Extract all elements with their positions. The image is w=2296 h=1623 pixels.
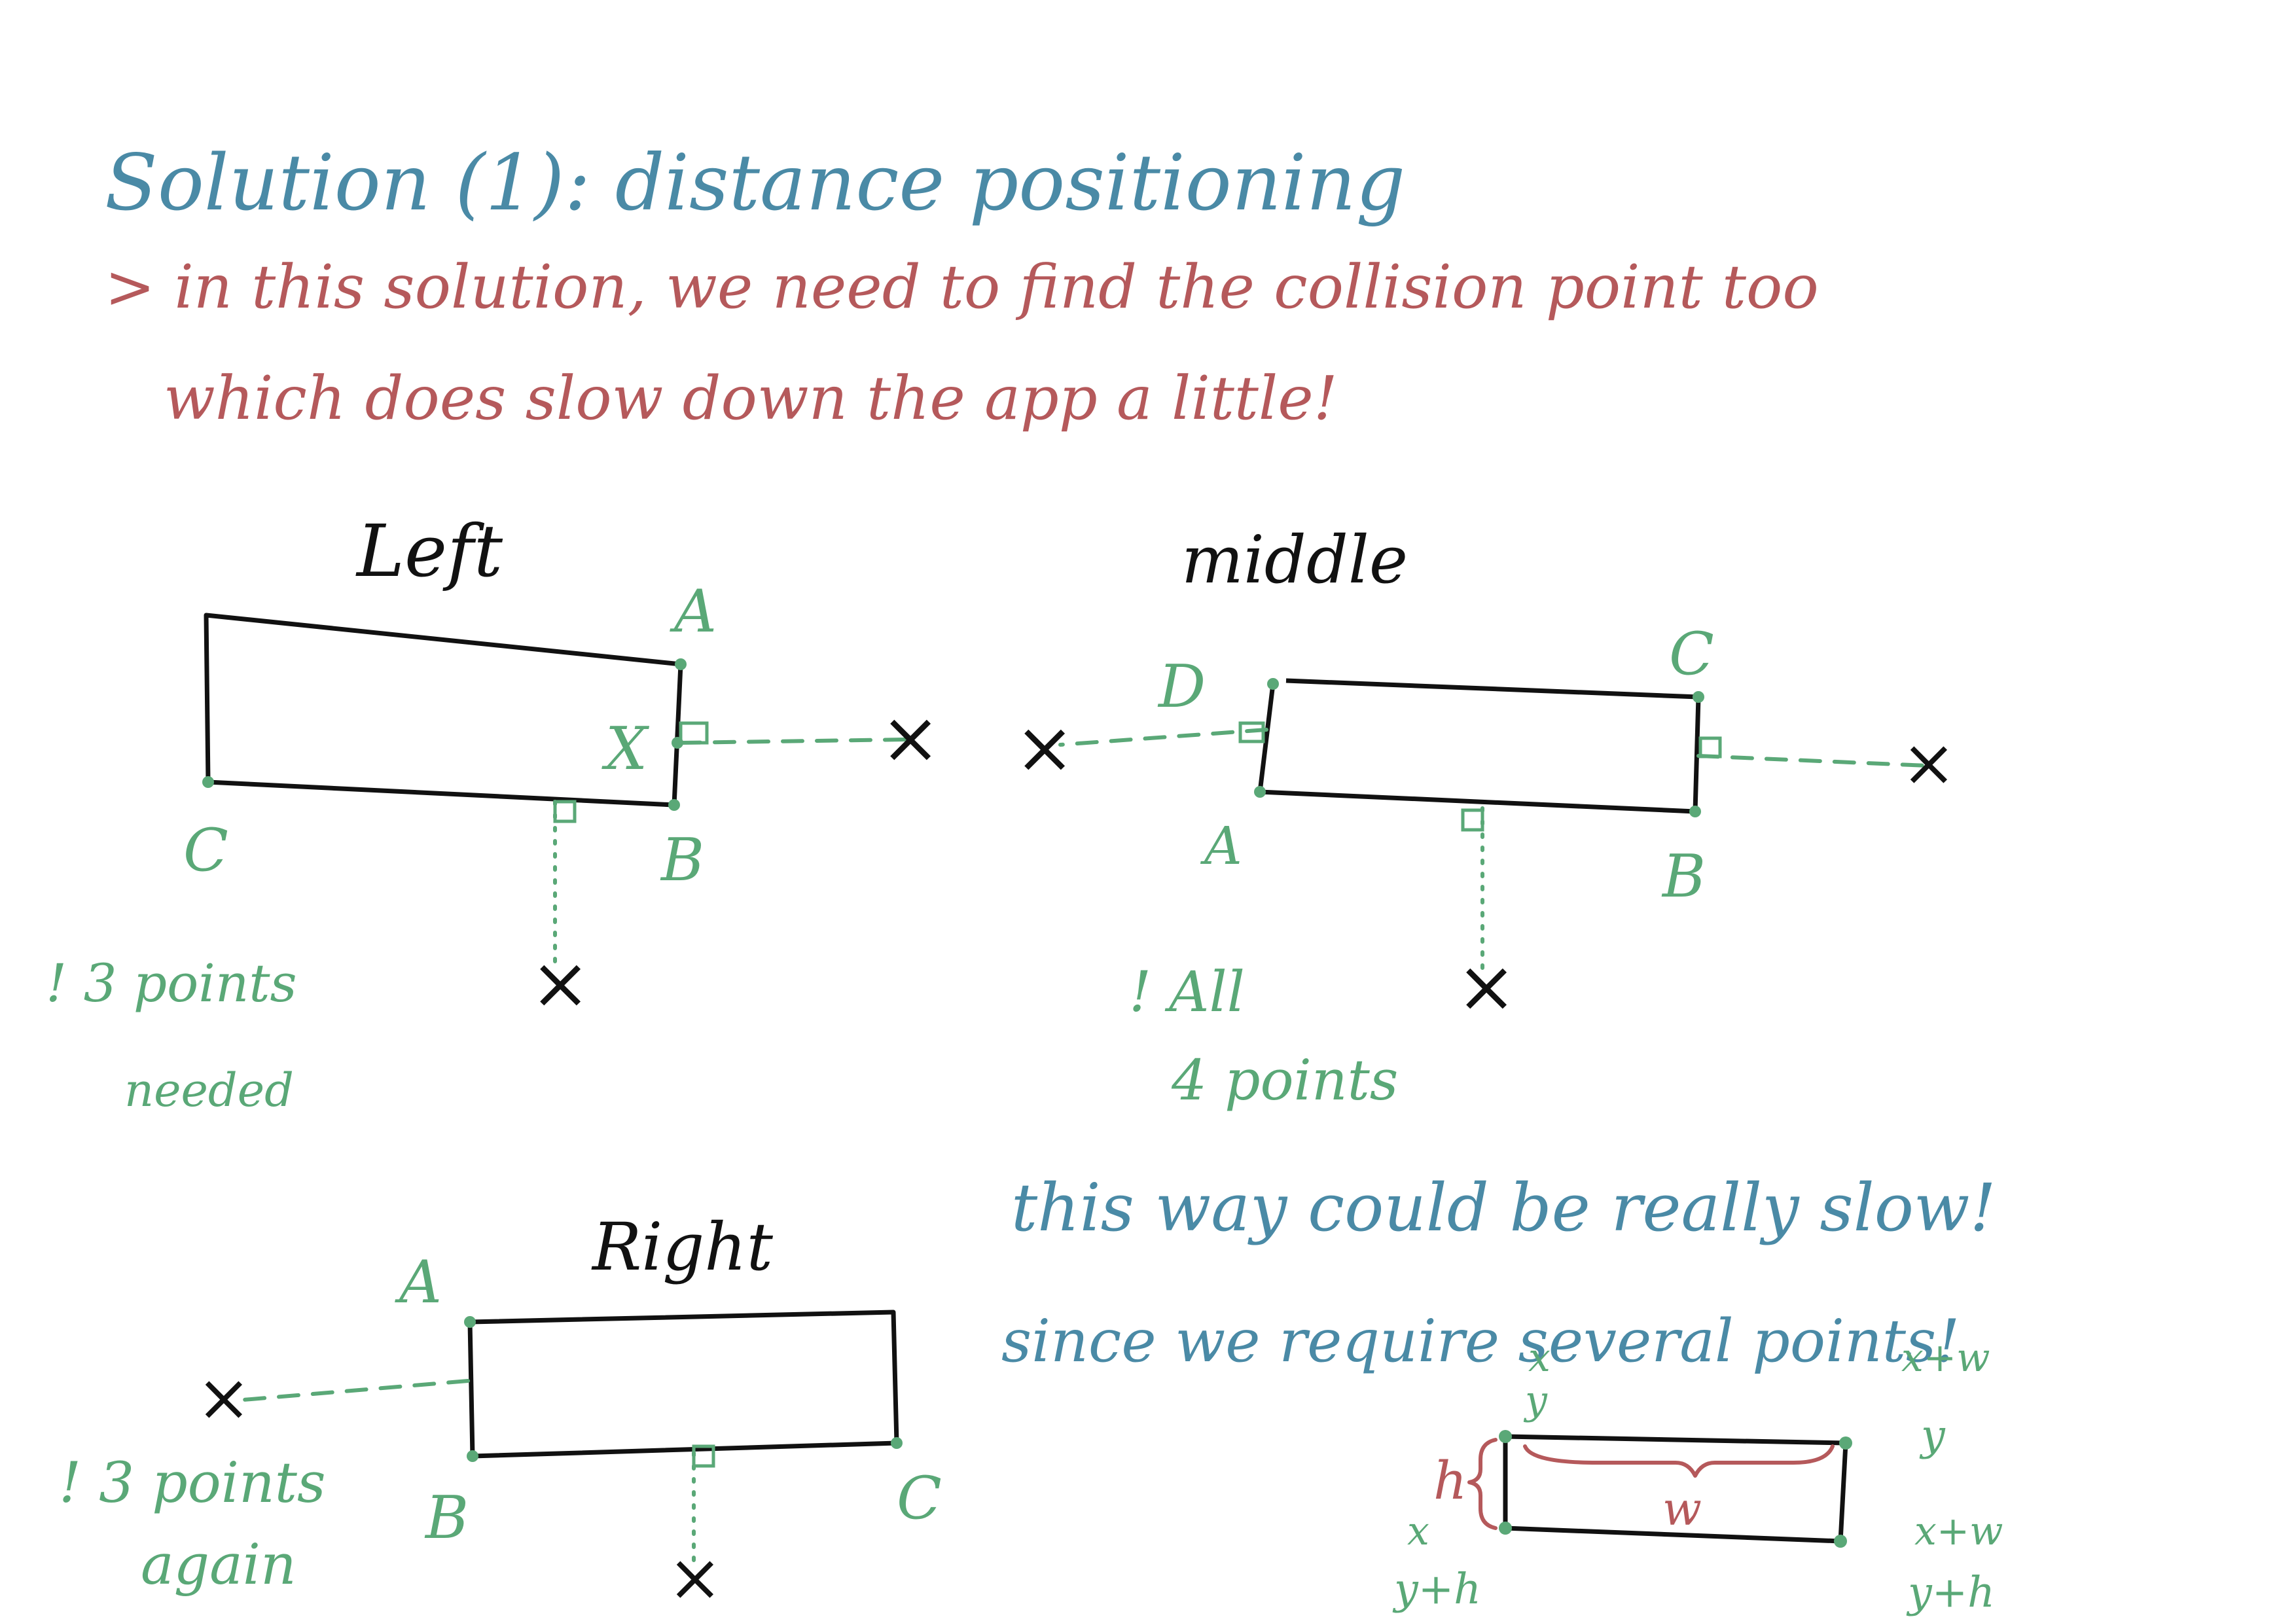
middle-vertex-c [1693, 691, 1704, 703]
title: Solution (1): distance positioning [105, 137, 1405, 228]
note-line-2: which does slow down the app a little! [164, 363, 1338, 433]
conclusion-line-1: this way could be really slow! [1011, 1169, 1996, 1246]
left-horizontal-distance [679, 738, 908, 745]
middle-vertex-a [1254, 786, 1266, 798]
middle-left-right-angle-marker [1238, 721, 1265, 743]
coord-top-left-y: y [1523, 1378, 1548, 1423]
middle-point-bottom-marker: × [1456, 944, 1516, 1028]
right-point-bottom-marker: × [668, 1539, 723, 1616]
coord-top-left-x: x [1528, 1335, 1551, 1381]
right-label-a: A [395, 1248, 442, 1317]
right-bottom-right-angle-marker [692, 1444, 715, 1468]
left-point-right-marker: × [880, 696, 941, 779]
coord-bottom-right-x: x+w [1914, 1508, 2003, 1554]
right-label-c: C [897, 1464, 942, 1533]
coord-vertex-bottom-left [1499, 1522, 1512, 1535]
middle-label-b: B [1661, 842, 1706, 911]
middle-label-d: D [1157, 652, 1206, 721]
height-label: h [1433, 1450, 1467, 1511]
middle-vertex-b [1689, 806, 1701, 817]
coord-vertex-bottom-right [1834, 1535, 1847, 1548]
right-panel: Right A B C × × ! 3 points again [59, 1209, 942, 1616]
coord-vertex-top-right [1839, 1436, 1852, 1450]
coord-bottom-left-y: y+h [1392, 1565, 1481, 1614]
left-vertex-c [202, 776, 214, 788]
coord-top-right-x: x+w [1901, 1335, 1990, 1381]
coord-top-right-y: y [1919, 1411, 1946, 1460]
middle-label: middle [1181, 522, 1408, 598]
middle-note-line-2: 4 points [1171, 1048, 1398, 1113]
width-brace [1523, 1444, 1835, 1478]
middle-point-right-marker: × [1901, 724, 1956, 801]
middle-note-line-1: ! All [1129, 960, 1245, 1025]
left-right-angle-marker [679, 721, 709, 745]
coord-bottom-right-y: y+h [1906, 1568, 1995, 1617]
left-label: Left [355, 509, 503, 593]
left-label-x: X [601, 715, 650, 783]
middle-label-a: A [1200, 815, 1242, 876]
left-note-line-1: ! 3 points [46, 953, 297, 1014]
middle-vertex-d [1267, 678, 1279, 690]
middle-point-left-marker: × [1014, 705, 1075, 789]
left-note-line-2: needed [124, 1063, 294, 1117]
middle-right-right-angle-marker [1698, 736, 1722, 758]
height-brace [1467, 1438, 1498, 1530]
coordinate-diagram: h w x y x+w y x y+h x+w y+h [1392, 1335, 2003, 1617]
coord-bottom-left-x: x [1407, 1508, 1429, 1554]
middle-left-distance [1058, 728, 1268, 747]
right-point-left-marker: × [196, 1359, 251, 1436]
width-label: w [1662, 1482, 1702, 1536]
note-line-1: > in this solution, we need to find the … [105, 252, 1819, 322]
left-point-bottom-marker: × [530, 941, 590, 1025]
right-label: Right [591, 1209, 774, 1285]
right-label-b: B [424, 1484, 469, 1552]
middle-label-c: C [1669, 620, 1714, 688]
left-label-b: B [660, 826, 704, 895]
right-vertex-c [891, 1437, 903, 1449]
left-right-angle-marker-bottom [553, 800, 577, 823]
left-panel: Left A X C B × × ! 3 points needed [46, 509, 941, 1117]
middle-rectangle [1257, 678, 1701, 814]
right-left-distance [234, 1379, 470, 1402]
right-note-line-2: again [141, 1533, 296, 1597]
coord-vertex-top-left [1499, 1430, 1512, 1443]
left-vertex-b [668, 799, 680, 811]
left-label-c: C [183, 816, 228, 885]
middle-bottom-right-angle-marker [1461, 808, 1484, 832]
conclusion-line-2: since we require several points! [1001, 1307, 1960, 1376]
right-vertex-b [467, 1450, 478, 1462]
middle-panel: middle D C A B × × × ! All 4 points [1014, 522, 1956, 1113]
left-label-a: A [670, 577, 717, 646]
left-vertex-a [675, 658, 687, 670]
right-vertex-a [464, 1316, 476, 1328]
right-note-line-1: ! 3 points [59, 1451, 326, 1516]
middle-right-distance [1696, 754, 1929, 768]
right-rectangle [467, 1310, 899, 1459]
